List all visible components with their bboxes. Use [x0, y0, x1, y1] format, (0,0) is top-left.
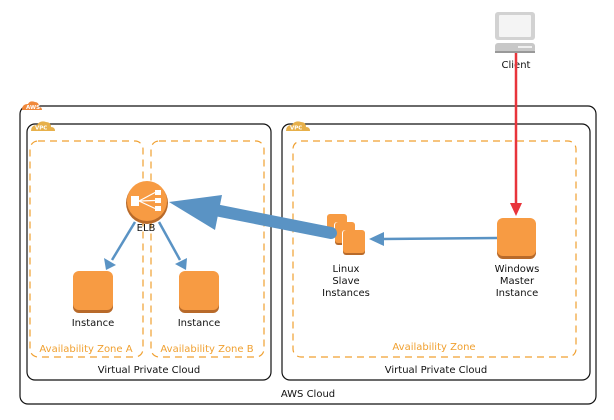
availability-zone: Availability Zone: [292, 140, 577, 358]
availability-zone-a-label: Availability Zone A: [39, 344, 132, 355]
slaves-to-elb-arrow: [169, 195, 337, 239]
slaves-label-line-1: Linux: [333, 264, 360, 275]
instance-a[interactable]: Instance: [72, 271, 115, 329]
instance-b-label: Instance: [178, 318, 221, 329]
vpc-right-container: VPC Virtual Private Cloud Availability Z…: [281, 121, 591, 381]
elb-node[interactable]: ELB: [126, 181, 168, 234]
master-label-line-3: Instance: [496, 288, 539, 299]
aws-cloud-container: AWS AWS Cloud: [19, 101, 597, 405]
instance-b[interactable]: Instance: [178, 271, 221, 329]
vpc-left-container: VPC Virtual Private Cloud Availability Z…: [26, 121, 272, 381]
aws-cloud-label: AWS Cloud: [281, 389, 335, 400]
load-balancer-icon: [131, 190, 161, 211]
linux-slave-instances[interactable]: Linux Slave Instances: [322, 214, 370, 299]
slaves-label-line-2: Slave: [332, 276, 359, 287]
vpc-right-badge-text: VPC: [290, 126, 302, 132]
instance-a-label: Instance: [72, 318, 115, 329]
elb-to-instance-b-arrow: [157, 221, 187, 270]
elb-label: ELB: [137, 223, 156, 234]
client-node[interactable]: Client: [495, 12, 535, 71]
vpc-left-badge-text: VPC: [35, 126, 47, 132]
master-label-line-2: Master: [500, 276, 535, 287]
availability-zone-b-label: Availability Zone B: [160, 344, 253, 355]
windows-master-instance[interactable]: Windows Master Instance: [495, 218, 540, 299]
availability-zone-b: Availability Zone B: [150, 140, 265, 358]
slaves-label-line-3: Instances: [322, 288, 370, 299]
aws-badge-icon: AWS: [22, 101, 42, 111]
master-to-slaves-arrow: [369, 232, 498, 246]
vpc-left-badge-icon: VPC: [31, 121, 55, 132]
vpc-right-label: Virtual Private Cloud: [385, 365, 487, 376]
desktop-computer-icon: [495, 12, 535, 53]
elb-to-instance-a-arrow: [104, 221, 137, 270]
availability-zone-a: Availability Zone A: [29, 140, 144, 358]
vpc-left-label: Virtual Private Cloud: [98, 365, 200, 376]
availability-zone-label: Availability Zone: [392, 342, 475, 353]
master-label-line-1: Windows: [495, 264, 540, 275]
client-to-master-arrow: [510, 53, 522, 216]
aws-badge-text: AWS: [26, 105, 40, 111]
vpc-right-badge-icon: VPC: [286, 121, 310, 132]
